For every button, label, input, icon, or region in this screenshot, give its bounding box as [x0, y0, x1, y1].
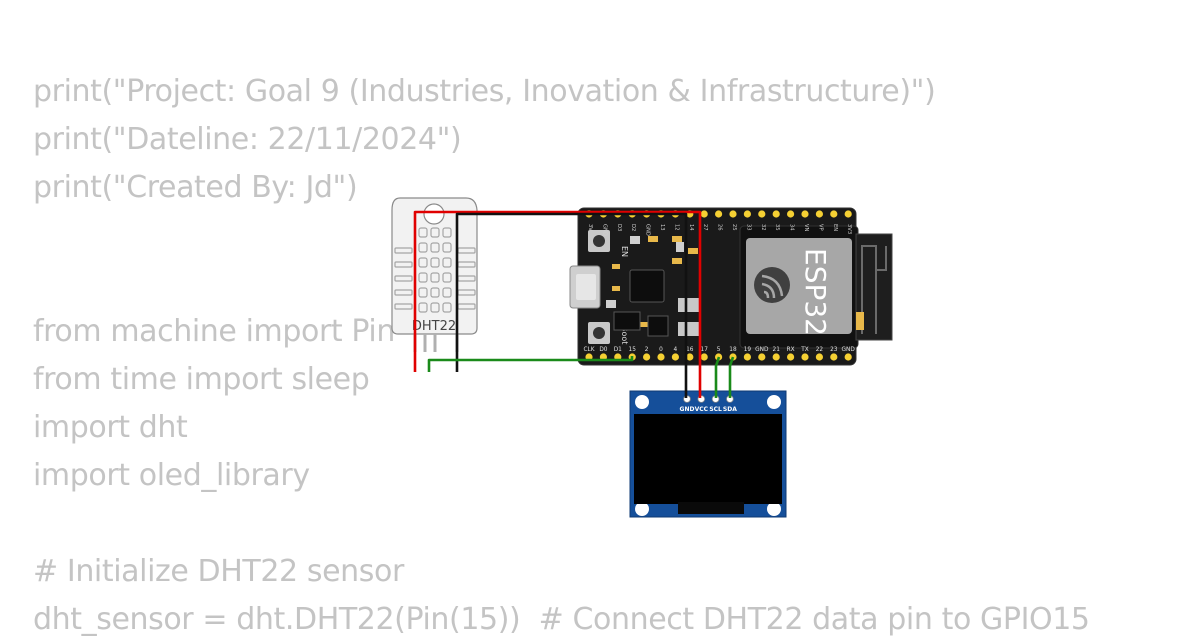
- pin-label: 34: [789, 224, 795, 231]
- pin-label: 17: [701, 347, 709, 353]
- pin-label: 21: [773, 347, 781, 353]
- pin-label: 26: [717, 224, 723, 231]
- pin-en[interactable]: [830, 210, 838, 218]
- pin-label: VP: [817, 224, 823, 231]
- code-line: print("Project: Goal 9 (Industries, Inov…: [33, 74, 936, 109]
- pin-label: 14: [688, 224, 694, 231]
- pin-label: D1: [614, 347, 622, 353]
- oled-pin-label: SCL: [709, 406, 722, 413]
- oled-pin-label: GND: [680, 406, 695, 413]
- pin-label: 23: [830, 347, 838, 353]
- pin-rx[interactable]: [787, 353, 795, 361]
- pin-label: 15: [629, 347, 637, 353]
- circuit-diagram: DHT22 EN Boot: [391, 197, 893, 518]
- top-pin-labels: 3V GND D3 D2 GND 13 12 14 27 26 25 33 32 35 34 VN VP EN 3V…: [587, 224, 852, 236]
- pin-vp[interactable]: [815, 210, 824, 218]
- pin-16[interactable]: [686, 353, 694, 361]
- dht22-sensor[interactable]: DHT22: [391, 197, 478, 352]
- pin-22[interactable]: [815, 353, 824, 361]
- pin-25[interactable]: [729, 210, 737, 218]
- code-line: from time import sleep: [33, 362, 370, 397]
- pin-label: 35: [774, 224, 780, 231]
- wires: [413, 210, 735, 398]
- pin-label: 2: [645, 347, 649, 353]
- dht22-label: DHT22: [412, 319, 456, 334]
- pin-0[interactable]: [657, 353, 665, 361]
- pin-label: 32: [760, 224, 766, 231]
- pin-label: GND: [601, 224, 607, 236]
- pin-label: 16: [686, 347, 694, 353]
- wire-oled-sda: [728, 356, 735, 398]
- pin-label: D2: [630, 224, 636, 231]
- wire-dht-data: [427, 356, 634, 372]
- code-line: print("Created By: Jd"): [33, 170, 358, 205]
- pin-34[interactable]: [787, 210, 795, 218]
- code-line: import oled_library: [33, 458, 310, 493]
- code-line: print("Dateline: 22/11/2024"): [33, 122, 462, 157]
- oled-pin-label: VCC: [695, 406, 709, 413]
- pin-2[interactable]: [643, 353, 651, 361]
- wire-dht-vcc: [413, 210, 702, 398]
- pin-27[interactable]: [700, 210, 708, 218]
- en-label: EN: [620, 246, 629, 257]
- pin-label: 22: [816, 347, 824, 353]
- wire-dht-gnd: [455, 212, 688, 398]
- pin-label: 18: [729, 347, 737, 353]
- pin-17[interactable]: [700, 353, 708, 361]
- pin-3v3[interactable]: [844, 210, 852, 218]
- code-line: from machine import Pin: [33, 314, 395, 349]
- pin-label: EN: [832, 224, 838, 231]
- pin-26[interactable]: [715, 210, 723, 218]
- pin-35[interactable]: [772, 210, 780, 218]
- pin-label: CLK: [583, 347, 594, 353]
- pin-21[interactable]: [772, 353, 780, 361]
- code-editor-text: print("Project: Goal 9 (Industries, Inov…: [33, 68, 1090, 644]
- pin-label: 3V: [587, 224, 593, 231]
- pin-label: D0: [599, 347, 607, 353]
- pin-33[interactable]: [743, 210, 752, 218]
- pin-label: GND: [755, 347, 769, 353]
- wire-oled-scl: [714, 356, 721, 398]
- pin-tx[interactable]: [801, 353, 809, 361]
- pin-label: 13: [659, 224, 665, 231]
- pin-label: 3V3: [846, 224, 852, 234]
- oled-pin-label: SDA: [723, 406, 737, 413]
- pin-gnd[interactable]: [844, 353, 852, 361]
- pin-label: 19: [744, 347, 752, 353]
- pin-label: 12: [673, 224, 679, 231]
- espressif-logo-icon: [754, 267, 790, 303]
- boot-button[interactable]: [588, 322, 610, 344]
- pin-23[interactable]: [830, 353, 838, 361]
- code-line: # Initialize DHT22 sensor: [33, 554, 404, 589]
- pin-label: 0: [659, 347, 663, 353]
- esp32-chip-label: ESP32: [799, 248, 832, 336]
- pin-label: GND: [842, 347, 856, 353]
- pin-label: TX: [800, 347, 809, 353]
- pin-32[interactable]: [758, 210, 766, 218]
- code-line: import dht: [33, 410, 188, 445]
- bottom-pin-header[interactable]: [585, 353, 852, 361]
- pin-label: GND: [645, 224, 651, 236]
- pin-4[interactable]: [671, 353, 680, 361]
- pin-vn[interactable]: [801, 210, 809, 218]
- pin-label: D3: [616, 224, 622, 231]
- pin-label: 27: [702, 224, 708, 231]
- boot-label: Boot: [620, 326, 629, 344]
- pin-label: 33: [745, 224, 751, 231]
- pin-label: 4: [674, 347, 678, 353]
- pin-19[interactable]: [743, 353, 752, 361]
- pin-gnd[interactable]: [758, 353, 766, 361]
- esp32-board[interactable]: EN Boot: [569, 207, 893, 366]
- pin-label: 25: [731, 224, 737, 231]
- pin-label: RX: [787, 347, 795, 353]
- oled-screen: [634, 414, 782, 504]
- pin-label: 5: [717, 347, 721, 353]
- pin-label: VN: [803, 224, 809, 232]
- en-button[interactable]: [588, 230, 610, 252]
